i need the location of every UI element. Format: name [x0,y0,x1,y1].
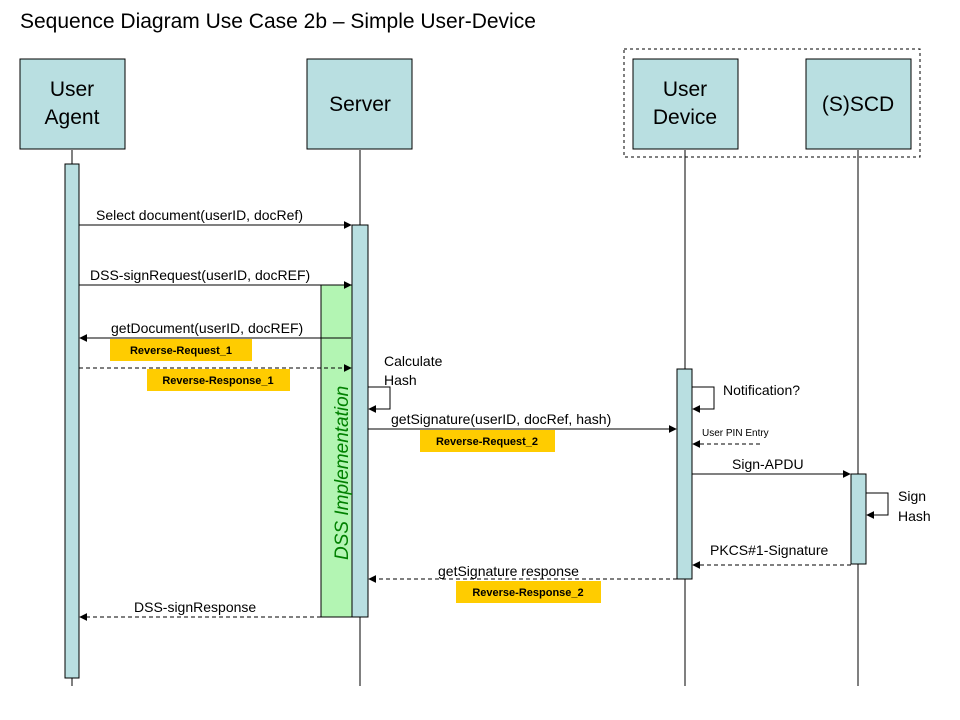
message-select-document-label: Select document(userID, docRef) [96,207,303,223]
message-dss-sign-request-label: DSS-signRequest(userID, docREF) [90,267,310,283]
self-call-calculate-hash-arrow [368,386,391,413]
message-sign-apdu-label: Sign-APDU [732,456,804,472]
actor-user-agent-line1: User [50,78,94,101]
note-notification: Notification? [723,382,800,398]
note-sign-hash-line1: Sign [898,488,926,504]
dss-implementation-label: DSS Implementation [332,386,353,560]
actor-user-agent-line2: Agent [45,106,100,129]
badge-reverse-response-2-label: Reverse-Response_2 [472,587,583,599]
badge-reverse-request-2-label: Reverse-Request_2 [436,436,538,448]
self-call-sign-hash-arrow [866,492,889,519]
message-get-signature-response-label: getSignature response [438,563,579,579]
actor-user-device: User Device [632,58,739,150]
note-calculate-hash-line1: Calculate [384,353,443,369]
self-call-notification-arrow [692,386,715,413]
note-sign-hash-line2: Hash [898,508,931,524]
badge-reverse-response-1: Reverse-Response_1 [147,369,290,391]
message-dss-sign-response-label: DSS-signResponse [134,599,256,615]
actor-user-agent: User Agent [19,58,126,150]
badge-reverse-request-1-label: Reverse-Request_1 [130,345,232,357]
actor-server-label: Server [329,93,391,116]
device-group-box [623,48,921,158]
note-user-pin-entry: User PIN Entry [702,428,769,439]
activation-user-device [676,368,693,580]
actor-server: Server [306,58,413,150]
badge-reverse-request-1: Reverse-Request_1 [110,339,252,361]
badge-reverse-response-2: Reverse-Response_2 [456,581,601,603]
actor-sscd: (S)SCD [805,58,912,150]
dss-implementation-box [320,284,353,618]
actor-user-device-line2: Device [653,106,717,129]
actor-user-device-line1: User [663,78,707,101]
actor-sscd-label: (S)SCD [822,93,894,116]
badge-reverse-response-1-label: Reverse-Response_1 [162,375,273,387]
message-get-document-label: getDocument(userID, docREF) [111,320,303,336]
activation-sscd [850,473,867,565]
activation-server [351,224,369,618]
message-pkcs-signature-label: PKCS#1-Signature [710,542,829,558]
diagram-title: Sequence Diagram Use Case 2b – Simple Us… [20,10,536,33]
badge-reverse-request-2: Reverse-Request_2 [420,430,555,452]
activation-user-agent [64,163,80,679]
note-calculate-hash-line2: Hash [384,372,417,388]
message-get-signature-label: getSignature(userID, docRef, hash) [391,411,611,427]
